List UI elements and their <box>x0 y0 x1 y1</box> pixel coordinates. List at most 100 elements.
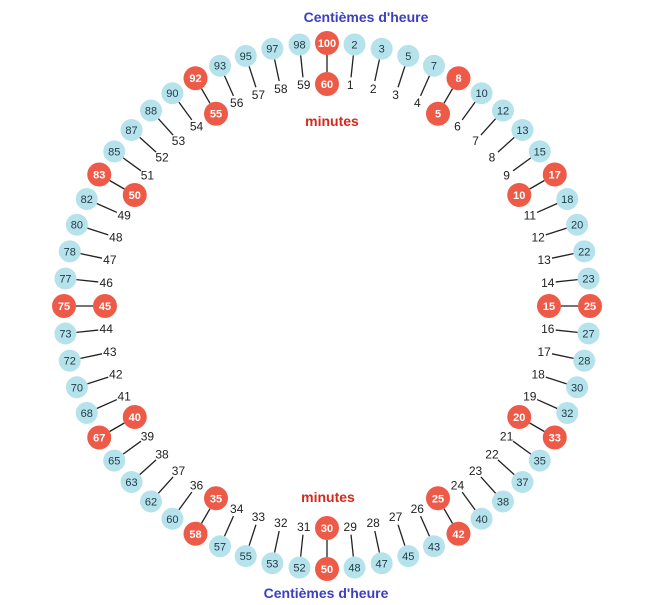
hundredths-value: 67 <box>93 433 105 445</box>
hundredths-value: 2 <box>351 39 357 51</box>
hundredths-value: 78 <box>64 246 76 258</box>
minutes-value: 36 <box>190 479 204 493</box>
minutes-bubble-highlight <box>426 101 450 126</box>
hundredths-bubble <box>140 490 163 513</box>
hundredths-value: 62 <box>145 496 157 508</box>
connector-line <box>273 59 280 82</box>
connector-line <box>273 530 280 553</box>
connector-line <box>248 524 257 546</box>
hundredths-bubble-highlight <box>87 162 112 187</box>
hundredths-bubble <box>161 82 184 105</box>
hundredths-bubble <box>54 322 77 345</box>
connector-line <box>109 422 125 433</box>
minutes-bubble-highlight <box>204 486 228 511</box>
hundredths-value: 85 <box>108 146 120 158</box>
hundredths-bubble <box>261 552 284 575</box>
hundredths-value: 5 <box>405 51 411 63</box>
hundredths-value: 45 <box>402 551 414 563</box>
minutes-value: 60 <box>321 79 333 91</box>
hundredths-bubble <box>556 188 579 211</box>
connector-line <box>419 75 431 97</box>
hundredths-value: 32 <box>561 408 573 420</box>
connector-line <box>545 376 567 385</box>
connector-line <box>350 55 354 78</box>
connector-line <box>157 476 174 494</box>
connector-line <box>512 157 532 172</box>
hundredths-value: 17 <box>549 170 561 182</box>
minutes-value: 57 <box>252 88 266 102</box>
hundredths-value: 88 <box>145 106 157 118</box>
minutes-value: 37 <box>172 464 186 478</box>
minutes-value: 16 <box>541 322 555 336</box>
hundredths-value: 63 <box>125 477 137 489</box>
connector-line <box>80 353 103 360</box>
minutes-value: 33 <box>252 510 266 524</box>
hundredths-value: 68 <box>81 408 93 420</box>
minutes-value: 14 <box>541 276 555 290</box>
hundredths-value: 42 <box>452 529 464 541</box>
minutes-value: 23 <box>469 464 483 478</box>
hundredths-value: 13 <box>516 125 528 137</box>
hundredths-bubble <box>397 545 420 568</box>
minutes-value: 47 <box>103 253 117 267</box>
minutes-value: 30 <box>321 523 333 535</box>
hundredths-bubble <box>370 552 393 575</box>
connector-line <box>374 530 381 553</box>
hundredths-bubble <box>209 535 232 558</box>
minutes-value: 25 <box>432 493 444 505</box>
minutes-value: 6 <box>454 119 461 133</box>
connector-line <box>443 508 454 524</box>
hundredths-value: 77 <box>59 274 71 286</box>
hundredths-value: 40 <box>475 514 487 526</box>
hundredths-bubble-highlight <box>315 557 339 581</box>
minutes-bubble-highlight <box>315 516 339 540</box>
minutes-value: 21 <box>500 429 514 443</box>
hundredths-bubble <box>511 470 534 493</box>
minutes-value: 27 <box>389 510 403 524</box>
hundredths-value: 28 <box>578 356 590 368</box>
connector-line <box>76 279 99 283</box>
connector-line <box>96 398 118 410</box>
connector-line <box>76 329 99 333</box>
minutes-value: 3 <box>392 88 399 102</box>
minutes-value: 19 <box>523 389 537 403</box>
minutes-value: 59 <box>297 78 311 92</box>
minutes-bubble-highlight <box>507 183 532 207</box>
minutes-value: 1 <box>347 78 354 92</box>
bottom-minutes-label: minutes <box>301 489 355 505</box>
hundredths-bubble-highlight <box>542 425 567 450</box>
hundredths-bubble <box>120 470 143 493</box>
connector-line <box>139 459 157 476</box>
hundredths-bubble <box>422 54 445 77</box>
minutes-value: 31 <box>297 520 311 534</box>
hundredths-bubble <box>103 140 126 163</box>
hundredths-value: 70 <box>71 382 83 394</box>
hundredths-value: 97 <box>266 44 278 56</box>
hundredths-bubble <box>470 507 493 530</box>
connector-line <box>139 136 157 153</box>
hundredths-bubble <box>577 322 600 345</box>
hundredths-value: 43 <box>428 541 440 553</box>
minutes-value: 35 <box>210 493 222 505</box>
hundredths-bubble <box>528 449 551 472</box>
hundredths-value: 38 <box>497 496 509 508</box>
minutes-value: 18 <box>531 368 545 382</box>
connector-line <box>80 252 103 259</box>
hundredths-bubble <box>103 449 126 472</box>
hundredths-bubble <box>566 213 589 236</box>
minutes-value: 5 <box>435 109 441 121</box>
hundredths-bubble <box>343 556 366 579</box>
connector-line <box>374 59 381 82</box>
minutes-value: 15 <box>543 301 555 313</box>
minutes-value: 26 <box>411 502 425 516</box>
hundredths-bubble <box>397 44 420 67</box>
hundredths-value: 8 <box>455 73 461 85</box>
hundredths-bubble <box>566 376 589 399</box>
minutes-value: 24 <box>451 479 465 493</box>
minutes-value: 44 <box>100 322 114 336</box>
connector-line <box>200 508 211 524</box>
minutes-value: 42 <box>109 368 123 382</box>
connector-line <box>461 101 476 121</box>
hundredths-value: 57 <box>214 541 226 553</box>
hundredths-bubble-highlight <box>446 521 471 546</box>
